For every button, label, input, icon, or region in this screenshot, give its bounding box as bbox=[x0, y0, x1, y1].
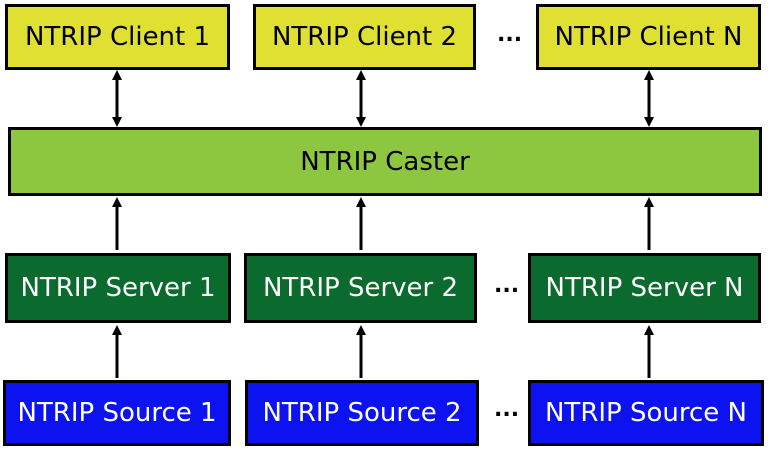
client-box-2: NTRIP Client 2 bbox=[253, 4, 476, 70]
source-box-1: NTRIP Source 1 bbox=[3, 380, 231, 446]
server-box-n: NTRIP Server N bbox=[528, 253, 761, 323]
server-box-2: NTRIP Server 2 bbox=[244, 253, 477, 323]
caster-box: NTRIP Caster bbox=[8, 127, 762, 196]
server-ellipsis: ... bbox=[494, 273, 520, 298]
source-ellipsis: ... bbox=[494, 397, 520, 422]
client-box-1: NTRIP Client 1 bbox=[5, 4, 230, 70]
client-ellipsis: ... bbox=[497, 22, 523, 47]
server-box-1: NTRIP Server 1 bbox=[5, 253, 231, 323]
source-box-2: NTRIP Source 2 bbox=[245, 380, 479, 446]
client-box-n: NTRIP Client N bbox=[536, 4, 761, 70]
source-box-n: NTRIP Source N bbox=[528, 380, 764, 446]
